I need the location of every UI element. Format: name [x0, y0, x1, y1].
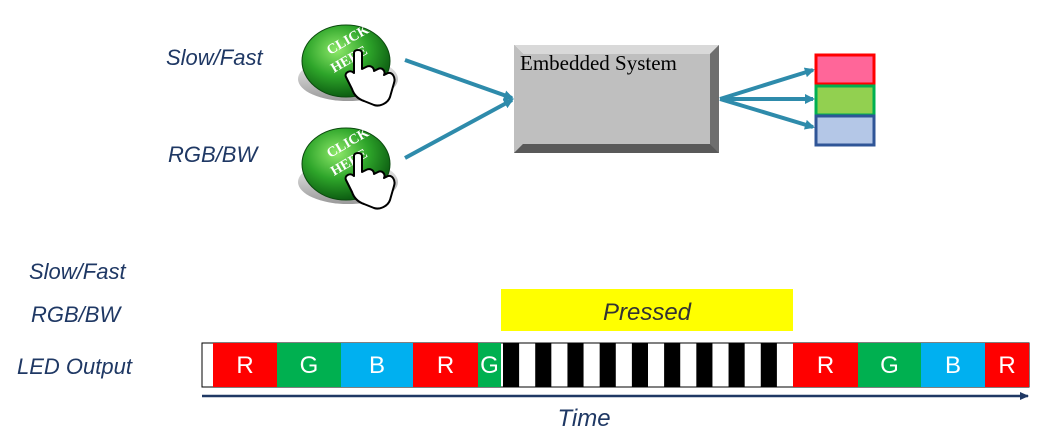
arrow-slow-fast-to-system [404, 58, 514, 101]
time-axis-label: Time [557, 405, 610, 432]
bw-stripe-black [599, 343, 616, 387]
bw-stripe-black [728, 343, 745, 387]
before-segment-label: R [437, 352, 454, 379]
before-segment-g [478, 343, 501, 387]
before-segment-label: B [369, 352, 385, 379]
bw-stripe-black [535, 343, 552, 387]
before-segment-label: R [236, 352, 253, 379]
after-segment-b [921, 343, 985, 387]
pressed-bar [501, 289, 793, 331]
bw-stripe-black [696, 343, 713, 387]
slow-fast-input-label: Slow/Fast [166, 45, 263, 70]
click-here-button-slow-fast[interactable]: CLICK HERE [298, 22, 398, 107]
before-segment-label: G [480, 352, 499, 379]
arrow-system-to-led-1 [719, 67, 815, 101]
after-segment-label: B [945, 352, 961, 379]
bw-stripe-black [760, 343, 777, 387]
after-segment-r [985, 343, 1029, 387]
before-segment-b [341, 343, 413, 387]
embedded-system-box: Embedded System [514, 45, 719, 153]
bw-stripe-black [503, 343, 520, 387]
embedded-system-title: Embedded System [520, 51, 677, 75]
timeline-label-slow-fast: Slow/Fast [29, 259, 126, 284]
bw-stripe-black [567, 343, 584, 387]
bw-stripe-black [631, 343, 648, 387]
timeline-label-rgb-bw: RGB/BW [31, 302, 121, 327]
led-indicator-green [814, 84, 876, 117]
before-segment-r [413, 343, 478, 387]
after-segment-label: R [998, 352, 1015, 379]
rgb-bw-input-label: RGB/BW [168, 142, 258, 167]
led-indicator-blue [814, 114, 876, 147]
before-segment-r [213, 343, 277, 387]
after-segment-g [858, 343, 921, 387]
arrow-system-to-led-3 [719, 97, 815, 130]
before-segment-g [277, 343, 341, 387]
after-segment-label: G [880, 352, 899, 379]
before-segment-label: G [300, 352, 319, 379]
hand-cursor-icon [344, 152, 396, 210]
after-segment-label: R [817, 352, 834, 379]
pressed-label: Pressed [603, 299, 692, 326]
click-here-button-rgb-bw[interactable]: CLICK HERE [298, 125, 398, 210]
led-indicator-red [814, 53, 876, 86]
timeline-label-led-output: LED Output [17, 354, 132, 379]
after-segment-r [793, 343, 858, 387]
arrow-rgb-bw-to-system [404, 98, 514, 160]
hand-cursor-icon [344, 49, 396, 107]
bw-stripe-black [664, 343, 681, 387]
